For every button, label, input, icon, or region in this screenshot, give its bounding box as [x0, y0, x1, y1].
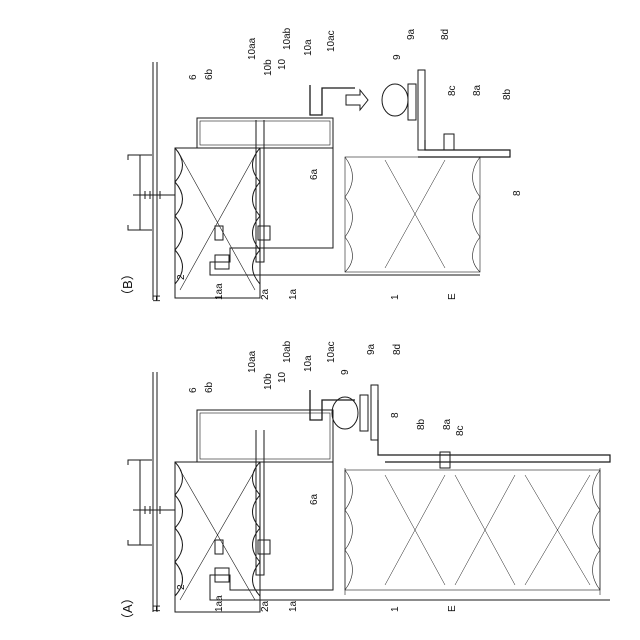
clip-1	[215, 226, 223, 240]
plate-8d	[371, 385, 378, 440]
reference-numeral: E	[447, 293, 458, 300]
reference-numeral: 10b	[263, 373, 274, 390]
reference-numeral: 10	[277, 371, 288, 383]
reference-numeral: 6b	[204, 381, 215, 393]
reference-numeral: 8b	[416, 418, 427, 430]
panel-1-core	[345, 470, 600, 590]
reference-numeral: 8a	[442, 418, 453, 430]
reference-numeral: 8d	[392, 344, 403, 355]
reference-numeral: 8c	[455, 425, 466, 436]
reference-numeral: 8d	[440, 29, 451, 40]
screw	[133, 506, 175, 514]
reference-numeral: 2a	[260, 288, 271, 300]
reference-numeral: 1	[390, 606, 401, 612]
bracket-10	[310, 85, 355, 115]
reference-numeral: 1a	[288, 288, 299, 300]
panel-1-outline	[210, 462, 610, 600]
reference-numeral: 6a	[309, 168, 320, 180]
member-8	[418, 140, 510, 157]
reference-numeral: 1aa	[214, 595, 225, 612]
screw	[133, 191, 175, 199]
panel-a	[128, 372, 610, 612]
insulation-waves	[175, 462, 260, 596]
reference-numeral: 1	[390, 294, 401, 300]
panel-1-waves	[345, 157, 480, 272]
arrow-icon	[346, 90, 368, 110]
insulation-cross	[180, 470, 255, 600]
reference-numeral: 6a	[309, 493, 320, 505]
reference-numeral: 8c	[447, 85, 458, 96]
reference-numeral: 10ac	[326, 30, 337, 52]
reference-numeral: 10ab	[282, 340, 293, 363]
reference-numeral: 6	[188, 387, 199, 393]
board-6	[197, 118, 333, 148]
bolt-8c	[444, 134, 454, 150]
panel-b	[128, 62, 510, 300]
board-6-inner	[200, 121, 330, 145]
reference-numeral: 10aa	[247, 37, 258, 60]
board-6	[197, 410, 333, 462]
reference-numeral: 9	[340, 369, 351, 375]
reference-numeral: 10ab	[282, 27, 293, 50]
reference-numeral: 9a	[406, 28, 417, 40]
reference-numeral: 8	[512, 190, 523, 196]
member-8	[378, 400, 610, 462]
reference-numeral: 10	[277, 58, 288, 70]
reference-numeral: 6b	[204, 68, 215, 80]
panel-1-cross	[385, 160, 445, 268]
plate-8d	[418, 70, 425, 150]
reference-numeral: 2	[176, 274, 187, 280]
reference-numeral: 1aa	[214, 283, 225, 300]
roller-axle	[360, 395, 368, 431]
reference-numeral: E	[447, 605, 458, 612]
panel-1-waves	[345, 470, 600, 590]
reference-numeral: 8a	[472, 84, 483, 96]
roller-9	[332, 397, 358, 429]
reference-numeral: 10ac	[326, 341, 337, 363]
reference-numeral: 2a	[260, 600, 271, 612]
panel-label: （B）	[120, 267, 135, 302]
reference-numeral: 2	[176, 584, 187, 590]
reference-numeral: 10b	[263, 59, 274, 76]
reference-numeral: 6	[188, 74, 199, 80]
reference-numeral: 8	[390, 412, 401, 418]
reference-numeral: 1a	[288, 600, 299, 612]
reference-numeral: 10aa	[247, 350, 258, 373]
reference-numeral: H	[152, 295, 163, 302]
reference-numeral: 10a	[303, 39, 314, 56]
reference-numeral: 8b	[502, 88, 513, 100]
reference-numeral: 10a	[303, 355, 314, 372]
reference-numeral: H	[152, 605, 163, 612]
roller-9	[382, 84, 408, 116]
panel-1-inner	[345, 468, 600, 595]
reference-numeral: 9	[392, 54, 403, 60]
panel-label: （A）	[120, 591, 135, 626]
panel-1-core	[345, 157, 480, 272]
roller-axle	[408, 84, 416, 120]
panel-1-cross	[385, 475, 590, 585]
insulation-cross	[180, 155, 255, 290]
reference-numeral: 9a	[366, 343, 377, 355]
